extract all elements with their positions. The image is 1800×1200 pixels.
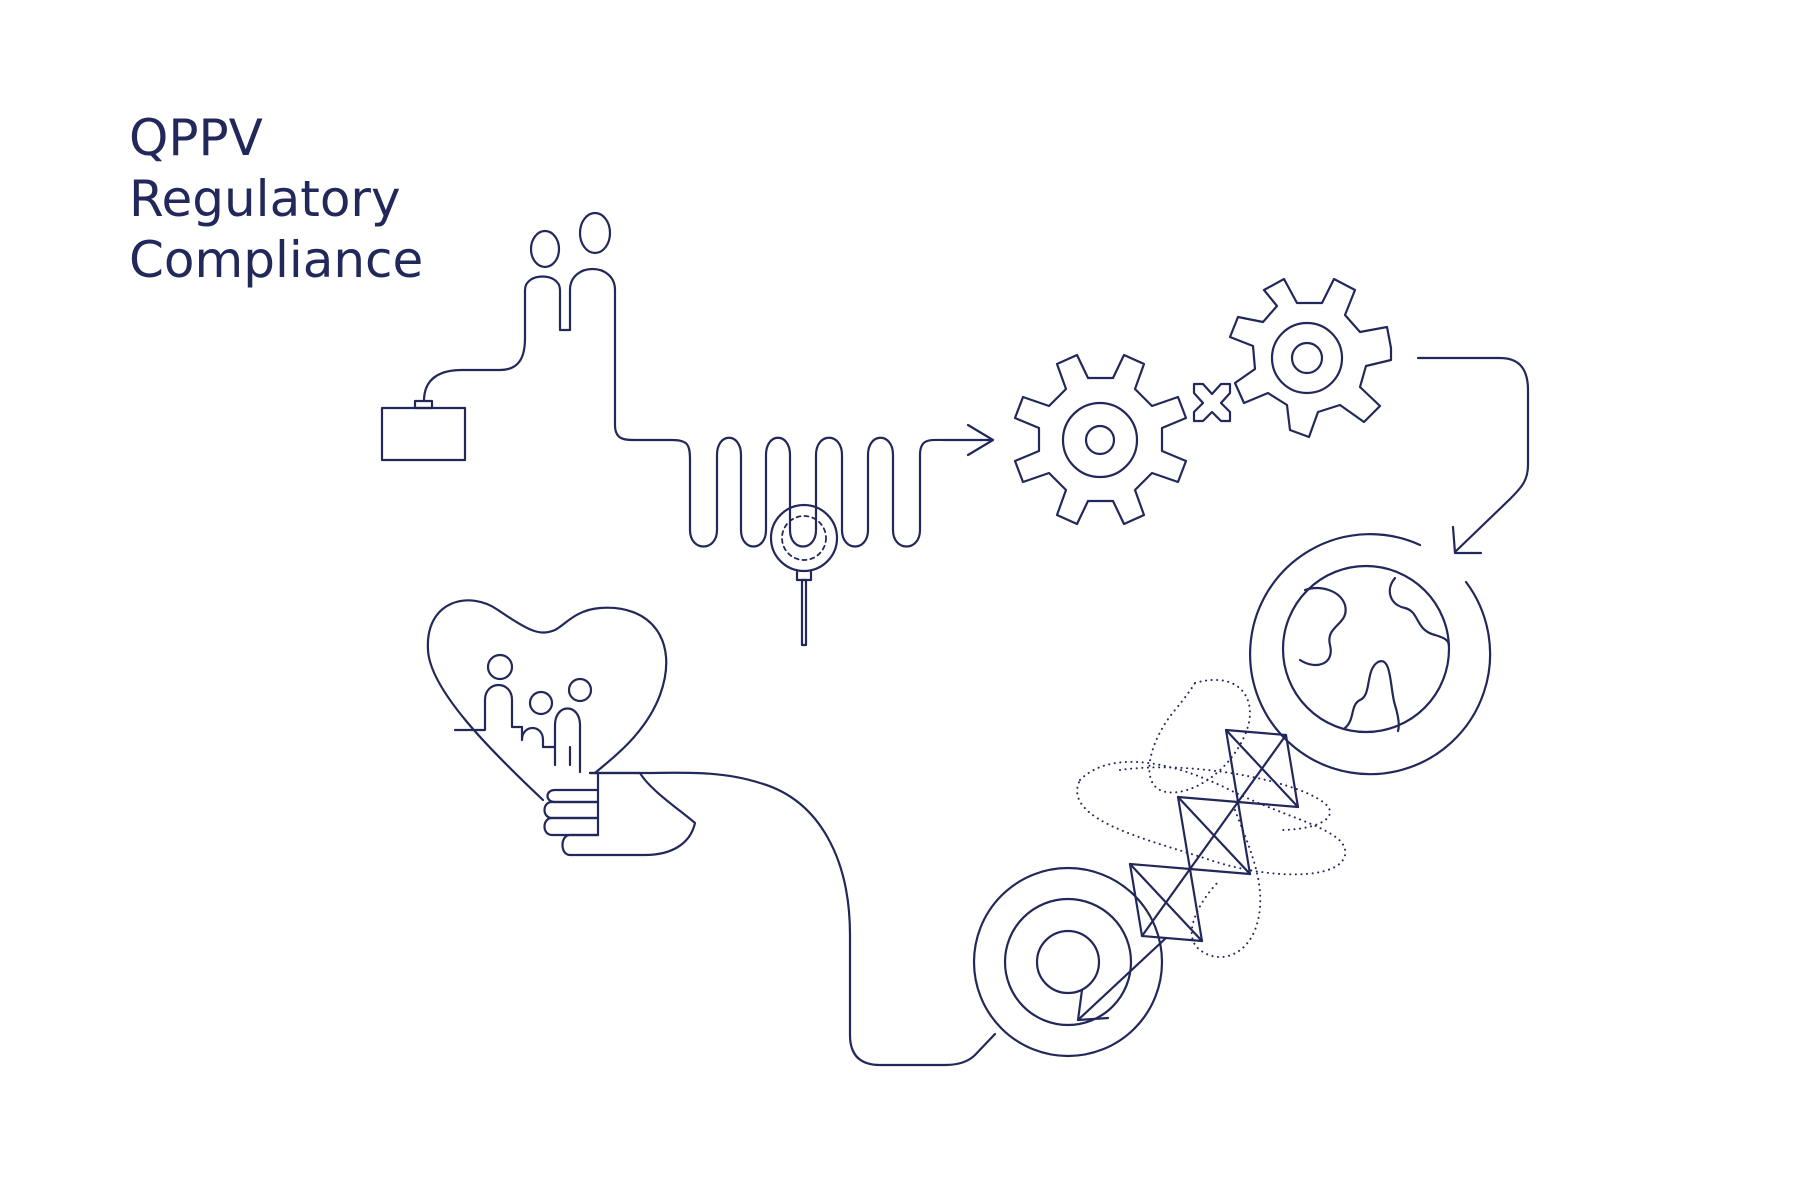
title-line-2: Regulatory <box>129 170 401 228</box>
arrow-head-right <box>966 423 995 457</box>
dna-icon <box>1076 678 1347 1022</box>
gear-icon <box>1228 277 1393 439</box>
heart-family-icon <box>426 599 668 802</box>
connector-line <box>1416 356 1530 554</box>
page-title: QPPV Regulatory Compliance <box>129 108 423 291</box>
gear-icon <box>1013 353 1188 526</box>
hand-icon <box>543 771 697 857</box>
multiply-icon <box>1192 382 1232 423</box>
winding-path <box>613 288 992 548</box>
briefcase-icon <box>380 399 467 462</box>
arrow-head-down <box>1451 525 1483 555</box>
connector-line <box>422 288 527 403</box>
globe-icon <box>1249 533 1492 776</box>
target-icon <box>972 866 1164 1058</box>
connector-line <box>588 771 997 1067</box>
title-line-1: QPPV <box>129 109 263 167</box>
people-icon <box>523 211 617 332</box>
title-line-3: Compliance <box>129 231 424 289</box>
magnifier-icon <box>769 503 839 647</box>
